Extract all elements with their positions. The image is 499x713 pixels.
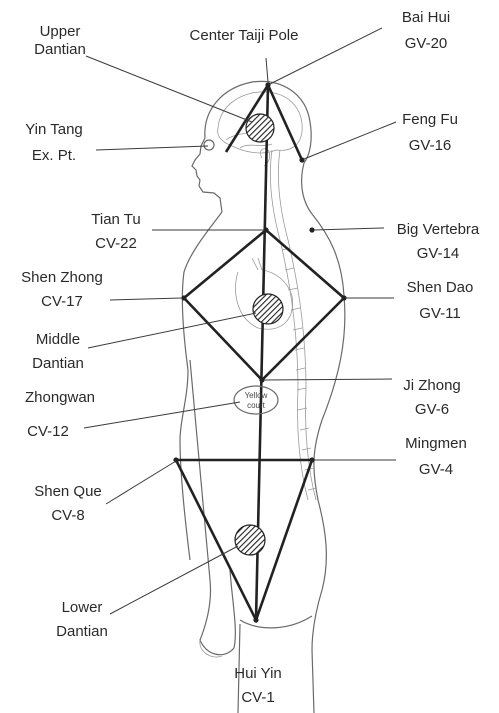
zhongwan-label-2: CV-12 <box>27 423 69 440</box>
feng-fu-label-2: GV-16 <box>409 137 452 154</box>
mingmen-label-2: GV-4 <box>419 461 453 478</box>
big-vertebra-dot <box>309 227 314 232</box>
ji-zhong-label-2: GV-6 <box>415 401 449 418</box>
shen-dao-dot <box>341 295 346 300</box>
tian-tu-label-2: CV-22 <box>95 235 137 252</box>
upper-dantian-label-1: Upper <box>40 23 81 40</box>
shen-zhong-label-2: CV-17 <box>41 293 83 310</box>
bai-hui-dot <box>265 82 270 87</box>
shen-que-label-2: CV-8 <box>51 507 84 524</box>
yin-tang-leader <box>96 146 208 150</box>
spine-line <box>278 150 316 500</box>
hip-outline <box>240 616 312 628</box>
shen-zhong-dot <box>181 295 186 300</box>
feng-fu-dot <box>299 157 304 162</box>
shen-dao-label-2: GV-11 <box>419 305 460 322</box>
ji-zhong-dot <box>259 377 264 382</box>
shen-zhong-leader <box>110 298 182 300</box>
yin-tang-label-1: Yin Tang <box>25 121 83 138</box>
bai-hui-label-2: GV-20 <box>405 35 448 52</box>
center-taiji-pole-label: Center Taiji Pole <box>190 27 299 44</box>
ji-zhong-leader <box>264 379 392 380</box>
upper-dantian-label-2: Dantian <box>34 41 86 58</box>
hui-yin-dot <box>253 617 258 622</box>
middle-dantian-circle <box>253 294 283 324</box>
eye-icon <box>204 140 214 150</box>
yin-tang-label-2: Ex. Pt. <box>32 147 76 164</box>
mingmen-dot <box>309 457 314 462</box>
center-pole-tick <box>266 58 268 82</box>
mingmen-label-1: Mingmen <box>405 435 467 452</box>
tian-tu-label-1: Tian Tu <box>91 211 140 228</box>
zhongwan-leader <box>84 402 240 428</box>
yellow-court-line1: Yellow <box>245 391 268 400</box>
lower-dantian-label-1: Lower <box>62 599 103 616</box>
leg-back <box>312 650 314 713</box>
big-vertebra-leader <box>314 228 384 230</box>
neck-back <box>302 163 312 214</box>
lower-dantian-leader <box>110 546 238 614</box>
feng-fu-leader <box>304 122 396 159</box>
middle-dantian-label-1: Middle <box>36 331 80 348</box>
ji-zhong-label-1: Ji Zhong <box>403 377 461 394</box>
middle-dantian-leader <box>88 313 256 348</box>
hui-yin-label-2: CV-1 <box>241 689 274 706</box>
big-vertebra-label-1: Big Vertebra <box>397 221 480 238</box>
hui-yin-label-1: Hui Yin <box>234 665 282 682</box>
lower-dantian-label-2: Dantian <box>56 623 108 640</box>
feng-fu-label-1: Feng Fu <box>402 111 458 128</box>
leader-lines <box>84 28 396 614</box>
zhongwan-label-1: Zhongwan <box>25 389 95 406</box>
upper-dantian-circle <box>246 114 274 142</box>
shen-que-leader <box>106 461 176 504</box>
shen-zhong-label-1: Shen Zhong <box>21 269 103 286</box>
big-vertebra-label-2: GV-14 <box>417 245 460 262</box>
bai-hui-label-1: Bai Hui <box>402 9 450 26</box>
middle-dantian-label-2: Dantian <box>32 355 84 372</box>
upper-dantian-leader <box>86 56 252 122</box>
yellow-court-line2: court <box>247 401 266 410</box>
tian-tu-dot <box>263 227 268 232</box>
torso-back <box>312 214 345 650</box>
shen-que-label-1: Shen Que <box>34 483 102 500</box>
shen-dao-label-1: Shen Dao <box>407 279 474 296</box>
lower-dantian-circle <box>235 525 265 555</box>
